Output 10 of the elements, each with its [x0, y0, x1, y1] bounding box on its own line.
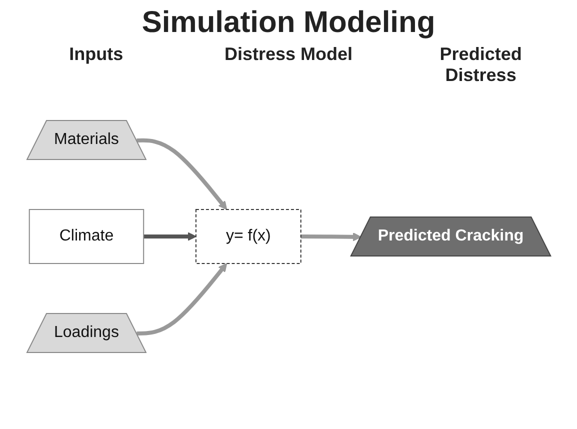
arrow	[136, 262, 227, 335]
arrow	[143, 232, 196, 240]
column-heading: Inputs	[68, 44, 124, 66]
diagram-title: Simulation Modeling	[140, 6, 436, 40]
node-box: Climate	[28, 208, 144, 264]
node-box: y= f(x)	[195, 208, 301, 264]
arrow	[136, 138, 227, 210]
column-heading: Distress Model	[223, 44, 354, 66]
column-heading: Predicted Distress	[438, 44, 523, 86]
arrow	[300, 232, 362, 241]
